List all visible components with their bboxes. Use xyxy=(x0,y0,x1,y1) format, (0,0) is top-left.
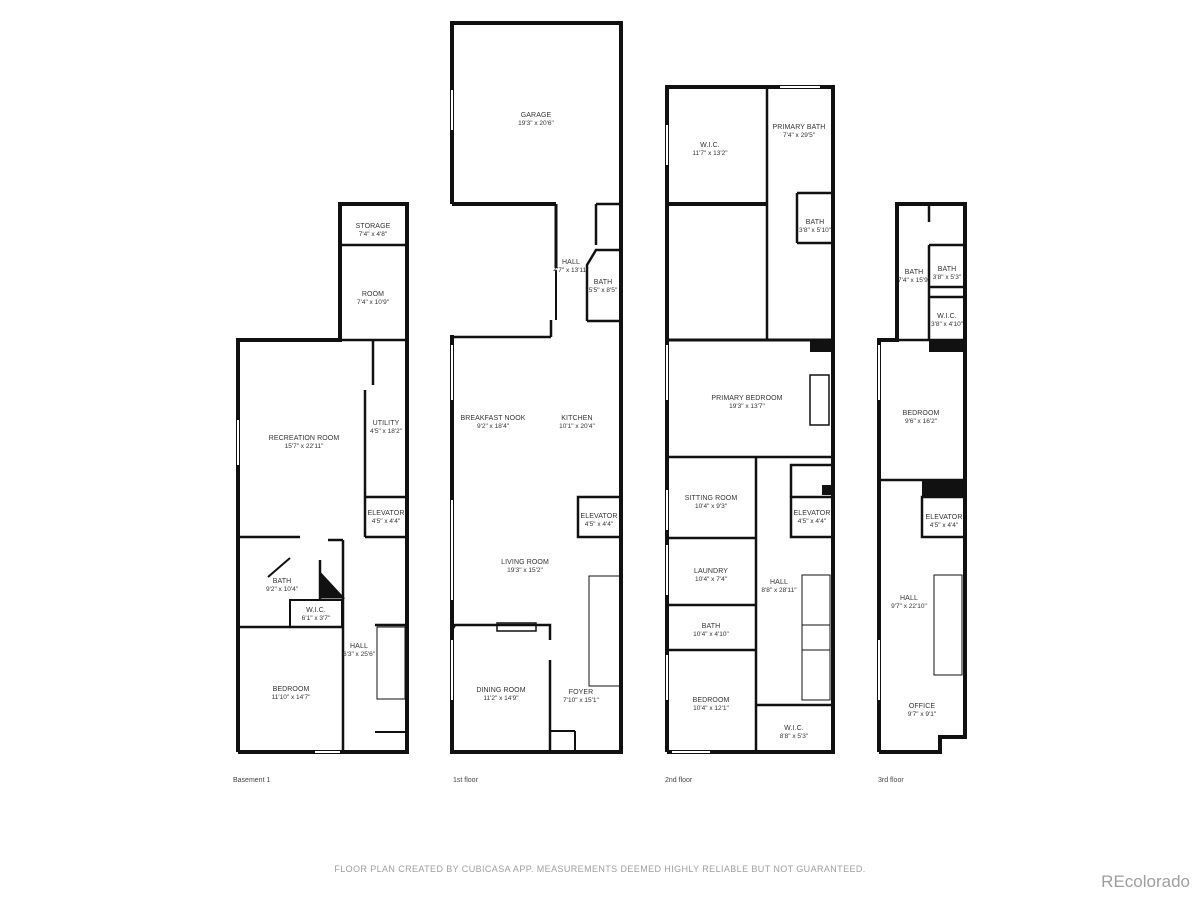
second-floor-walls xyxy=(665,85,835,754)
room-dimensions: 6'3" x 25'6" xyxy=(343,651,376,658)
room-dimensions: 10'4" x 9'3" xyxy=(695,503,728,510)
room-dimensions: 7'4" x 15'9" xyxy=(898,277,931,284)
room-dimensions: 3'8" x 5'3" xyxy=(933,274,962,281)
window-marks xyxy=(237,86,880,753)
room-dimensions: 10'4" x 12'1" xyxy=(693,705,729,712)
room-dimensions: 9'2" x 18'4" xyxy=(477,423,510,430)
room-dimensions: 9'7" x 22'10" xyxy=(891,603,927,610)
room-dimensions: 9'7" x 9'1" xyxy=(908,711,937,718)
room-name-dining-room: DINING ROOM xyxy=(476,687,525,694)
room-name-bath: BATH xyxy=(806,219,825,226)
room-name-living-room: LIVING ROOM xyxy=(501,559,549,566)
room-name-elevator: ELEVATOR xyxy=(581,513,618,520)
room-name-hall: HALL xyxy=(350,643,368,650)
room-dimensions: 7'4" x 29'5" xyxy=(783,132,816,139)
room-dimensions: 4'5" x 4'4" xyxy=(372,518,401,525)
first-floor-walls xyxy=(450,21,623,754)
room-name-bath: BATH xyxy=(273,578,292,585)
room-dimensions: 6'1" x 3'7" xyxy=(302,615,331,622)
room-name-room: ROOM xyxy=(362,291,384,298)
room-name-elevator: ELEVATOR xyxy=(794,510,831,517)
room-name-w-i-c: W.I.C. xyxy=(784,725,804,732)
room-dimensions: 19'3" x 20'6" xyxy=(518,120,554,127)
room-name-bedroom: BEDROOM xyxy=(693,697,730,704)
room-name-kitchen: KITCHEN xyxy=(561,415,592,422)
room-dimensions: 19'3" x 15'2" xyxy=(507,567,543,574)
measurement-disclaimer: FLOOR PLAN CREATED BY CUBICASA APP. MEAS… xyxy=(334,864,866,874)
room-name-hall: HALL xyxy=(770,579,788,586)
basement-walls xyxy=(236,202,409,754)
room-name-elevator: ELEVATOR xyxy=(926,514,963,521)
room-name-laundry: LAUNDRY xyxy=(694,568,728,575)
room-name-bath: BATH xyxy=(702,623,721,630)
room-dimensions: 10'4" x 4'10" xyxy=(693,631,729,638)
room-dimensions: 11'2" x 14'9" xyxy=(483,695,519,702)
room-dimensions: 4'5" x 18'2" xyxy=(370,428,403,435)
room-name-recreation-room: RECREATION ROOM xyxy=(269,435,340,442)
room-name-hall: HALL xyxy=(900,595,918,602)
room-dimensions: 7'10" x 15'1" xyxy=(563,697,599,704)
room-dimensions: 5'5" x 8'5" xyxy=(589,287,618,294)
room-dimensions: 4'7" x 13'11" xyxy=(553,267,589,274)
floor-label-1st-floor: 1st floor xyxy=(453,777,478,784)
room-dimensions: 15'7" x 22'11" xyxy=(285,443,324,450)
room-name-primary-bath: PRIMARY BATH xyxy=(773,124,826,131)
room-dimensions: 10'1" x 20'4" xyxy=(559,423,595,430)
room-name-breakfast-nook: BREAKFAST NOOK xyxy=(460,415,525,422)
room-name-bath: BATH xyxy=(905,269,924,276)
room-name-bath: BATH xyxy=(594,279,613,286)
room-dimensions: 4'5" x 4'4" xyxy=(930,522,959,529)
room-dimensions: 7'4" x 4'8" xyxy=(359,231,388,238)
room-dimensions: 7'4" x 10'9" xyxy=(357,299,390,306)
room-dimensions: 9'2" x 10'4" xyxy=(266,586,299,593)
room-name-utility: UTILITY xyxy=(373,420,400,427)
room-dimensions: 19'3" x 13'7" xyxy=(729,403,765,410)
room-name-bath: BATH xyxy=(938,266,957,273)
room-name-storage: STORAGE xyxy=(356,223,391,230)
room-dimensions: 8'8" x 5'3" xyxy=(780,733,809,740)
room-dimensions: 3'8" x 4'10" xyxy=(931,321,964,328)
floor-label-2nd-floor: 2nd floor xyxy=(665,777,693,784)
room-name-garage: GARAGE xyxy=(521,112,552,119)
room-dimensions: 11'7" x 13'2" xyxy=(692,150,728,157)
room-name-hall: HALL xyxy=(562,259,580,266)
room-dimensions: 4'5" x 4'4" xyxy=(585,521,614,528)
room-dimensions: 4'5" x 4'4" xyxy=(798,518,827,525)
room-name-elevator: ELEVATOR xyxy=(368,510,405,517)
room-name-foyer: FOYER xyxy=(569,689,594,696)
room-name-bedroom: BEDROOM xyxy=(903,410,940,417)
room-name-office: OFFICE xyxy=(909,703,935,710)
room-name-w-i-c: W.I.C. xyxy=(700,142,720,149)
floor-label-3rd-floor: 3rd floor xyxy=(878,777,904,784)
room-name-sitting-room: SITTING ROOM xyxy=(685,495,738,502)
room-name-primary-bedroom: PRIMARY BEDROOM xyxy=(711,395,782,402)
room-dimensions: 10'4" x 7'4" xyxy=(695,576,728,583)
third-floor-walls xyxy=(877,202,967,754)
room-dimensions: 3'8" x 5'10" xyxy=(799,227,832,234)
room-dimensions: 9'6" x 16'2" xyxy=(905,418,938,425)
room-dimensions: 8'8" x 28'11" xyxy=(761,587,797,594)
room-name-bedroom: BEDROOM xyxy=(273,686,310,693)
floor-label-basement-1: Basement 1 xyxy=(233,777,271,784)
room-name-w-i-c: W.I.C. xyxy=(306,607,326,614)
room-name-w-i-c: W.I.C. xyxy=(937,313,957,320)
recolorado-watermark: REcolorado xyxy=(1101,872,1190,891)
room-dimensions: 11'10" x 14'7" xyxy=(272,694,311,701)
